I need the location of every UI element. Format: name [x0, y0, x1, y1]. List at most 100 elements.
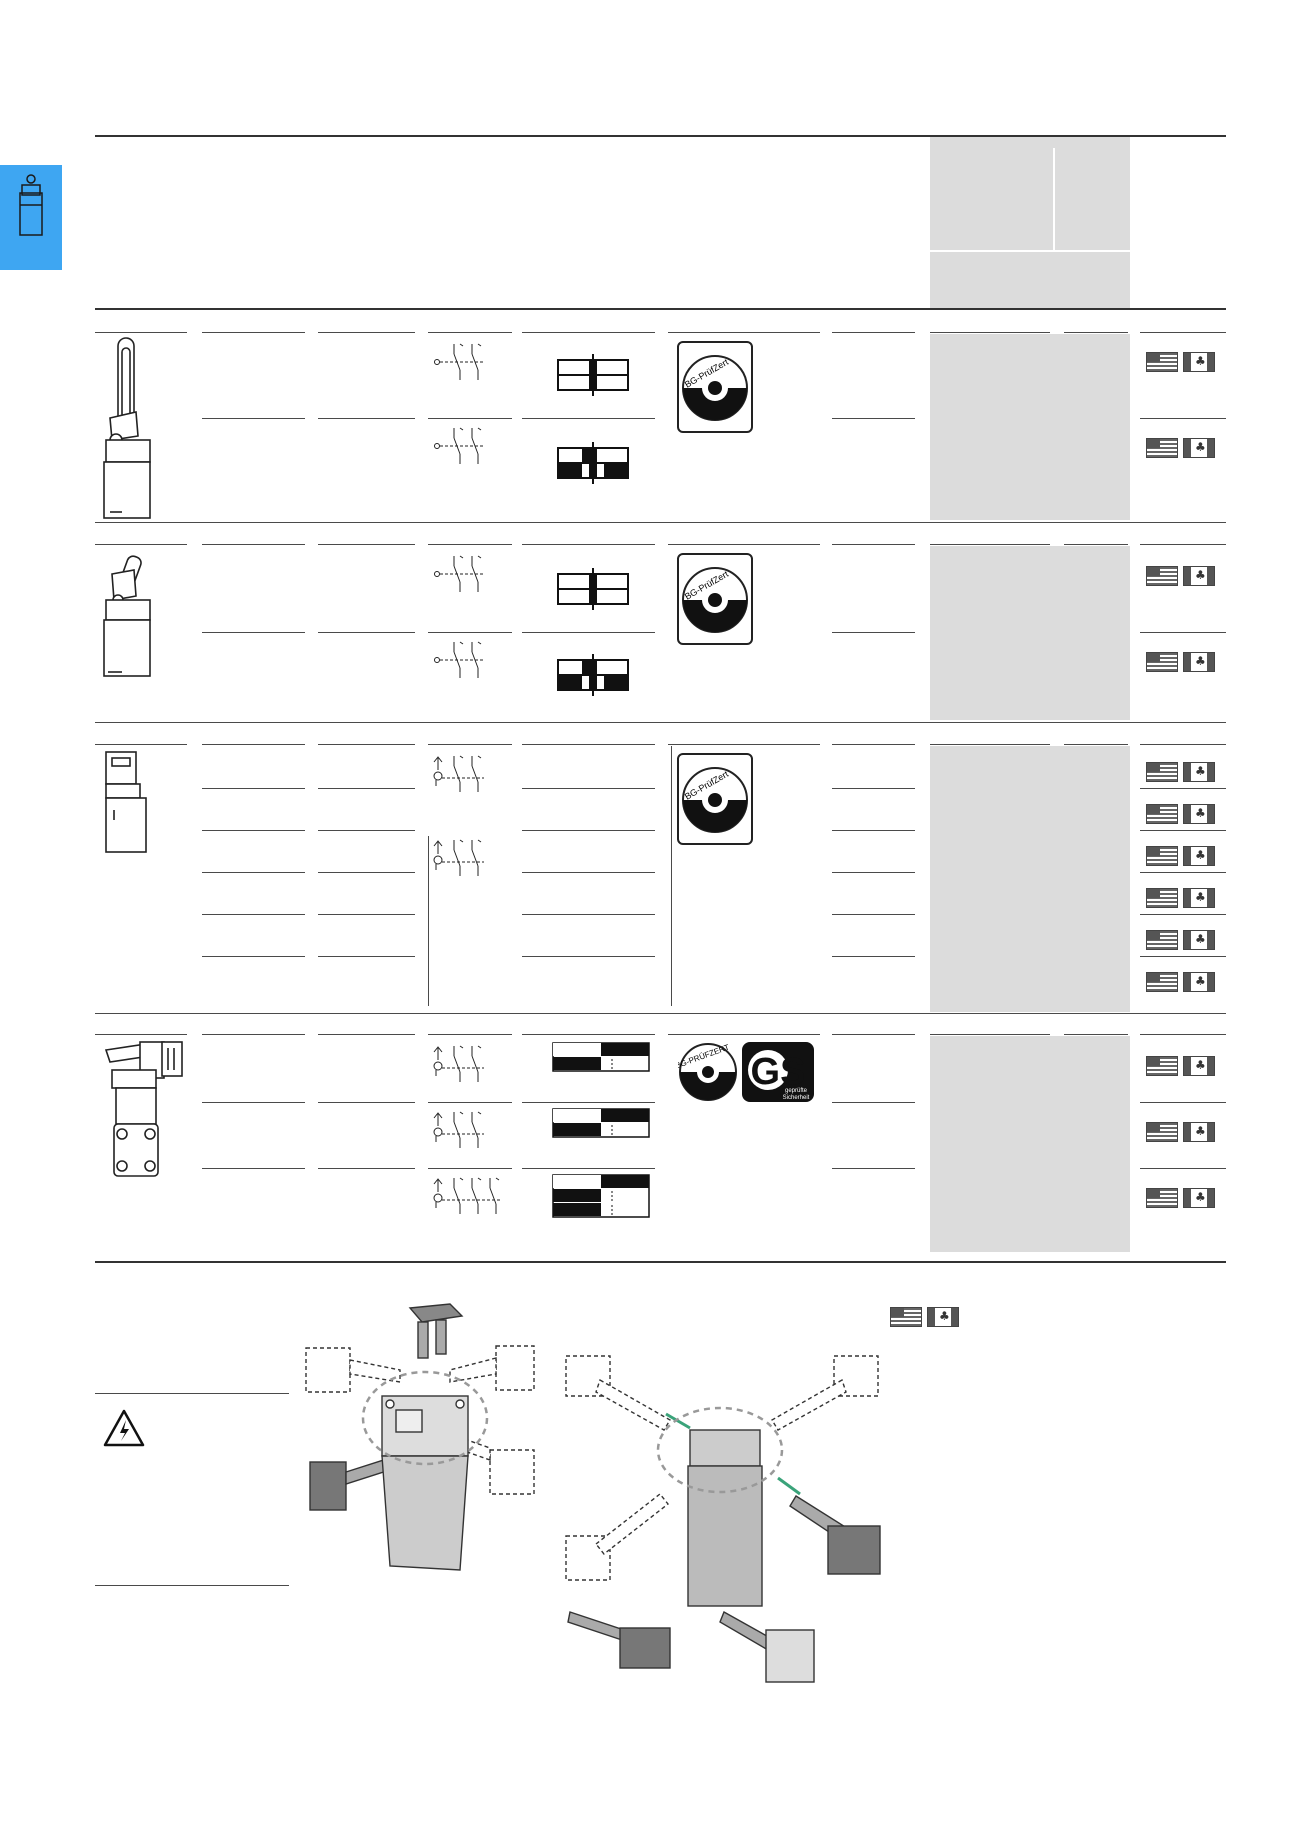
group-3-header-rule-9	[1140, 744, 1226, 745]
switching-diagram-g4-r1	[552, 1042, 650, 1072]
row-rule-c-g3-r1-1	[832, 788, 915, 789]
group-2-header-rule-4	[522, 544, 655, 545]
row-rule-b-g4-r2-2	[832, 1168, 915, 1169]
bottom-flags	[890, 1307, 962, 1327]
gs-letters: GS	[751, 1051, 806, 1093]
contact-symbol-g2-r2	[432, 638, 504, 682]
group-1-header-rule-5	[668, 332, 820, 333]
row-rule-g3-r2-2	[1140, 830, 1226, 831]
group-2-header-rule-5	[668, 544, 820, 545]
bg-pruefzert-badge-2: BG-PrüfZert	[676, 552, 756, 648]
group-3-header-rule-0	[95, 744, 187, 745]
approval-flags-row-2	[1146, 438, 1218, 458]
actuator-positions-drawing	[300, 1300, 540, 1585]
contact-symbol-g3-r3	[432, 836, 504, 880]
contact-symbol-g3-r1	[432, 752, 504, 796]
row-rule-c-g3-r5-0	[522, 956, 655, 957]
switching-diagram-g1-r1	[556, 352, 630, 398]
approval-flags-row-12	[1146, 1122, 1218, 1142]
group-1-header-rule-7	[930, 332, 1050, 333]
hinged-key-switch-image	[100, 1040, 184, 1180]
us-flag-icon	[1146, 804, 1178, 824]
group-1-header-rule-6	[832, 332, 915, 333]
high-voltage-warning-icon	[102, 1408, 146, 1453]
row-rule-b-g4-r1-1	[522, 1102, 655, 1103]
us-flag-icon	[1146, 762, 1178, 782]
approval-flags-row-3	[1146, 566, 1218, 586]
group-3-header-rule-2	[318, 744, 415, 745]
canada-flag-icon	[1183, 438, 1215, 458]
row-rule-g4-r2-0	[202, 1168, 305, 1169]
table-header-rule	[95, 308, 1226, 310]
row-rule-b-g4-r2-0	[428, 1168, 512, 1169]
canada-flag-icon	[1183, 566, 1215, 586]
row-rule-g1-r1-1	[318, 418, 415, 419]
row-rule-g3-r3-0	[202, 872, 305, 873]
row-rule-g3-r3-2	[1140, 872, 1226, 873]
row-rule-c-g3-r3-0	[522, 872, 655, 873]
row-rule-g3-r4-0	[202, 914, 305, 915]
us-flag-icon	[1146, 930, 1178, 950]
approval-flags-row-6	[1146, 804, 1218, 824]
group-divider-1	[95, 522, 1226, 523]
us-flag-icon	[1146, 1122, 1178, 1142]
table-bottom-rule	[95, 1261, 1226, 1263]
row-rule-b-g2-r1-0	[428, 632, 512, 633]
group-1-header-rule-4	[522, 332, 655, 333]
approval-flags-row-8	[1146, 888, 1218, 908]
group-2-header-rule-7	[930, 544, 1050, 545]
group-1-header-rule-3	[428, 332, 512, 333]
row-rule-b-g1-r1-2	[832, 418, 915, 419]
group-3-header-rule-4	[522, 744, 655, 745]
row-rule-c-g3-r1-0	[522, 788, 655, 789]
group-4-header-rule-6	[832, 1034, 915, 1035]
row-rule-g4-r2-2	[1140, 1168, 1226, 1169]
canada-flag-icon	[1183, 930, 1215, 950]
group-3-header-rule-8	[1064, 744, 1128, 745]
contact-symbol-g4-r1	[432, 1042, 504, 1086]
approval-flags-row-1	[1146, 352, 1218, 372]
row-rule-g1-r1-0	[202, 418, 305, 419]
group-4-header-rule-3	[428, 1034, 512, 1035]
row-rule-g3-r2-0	[202, 830, 305, 831]
group-divider-2	[95, 722, 1226, 723]
contact-symbol-g4-r2	[432, 1108, 504, 1152]
row-rule-g2-r1-1	[318, 632, 415, 633]
roller-lever-switch-image	[98, 552, 160, 678]
us-flag-icon	[1146, 972, 1178, 992]
us-flag-icon	[1146, 352, 1178, 372]
group-2-header-rule-0	[95, 544, 187, 545]
bg-gs-badge: BG-PRÜFZERT GS geprüfte Sicherheit	[678, 1040, 818, 1106]
row-rule-g4-r1-2	[1140, 1102, 1226, 1103]
group-2-header-rule-9	[1140, 544, 1226, 545]
row-rule-g1-r1-2	[1140, 418, 1226, 419]
group-3-header-rule-3	[428, 744, 512, 745]
group-1-header-rule-1	[202, 332, 305, 333]
gray-column-group-3	[930, 746, 1130, 1012]
group-divider-3	[95, 1013, 1226, 1014]
key-positions-drawing	[560, 1350, 890, 1695]
row-rule-g3-r2-1	[318, 830, 415, 831]
group3-col-divider-a	[428, 836, 429, 1006]
canada-flag-icon	[927, 1307, 959, 1327]
row-rule-b-g4-r1-2	[832, 1102, 915, 1103]
rod-lever-switch-image	[100, 336, 160, 520]
row-rule-c-g3-r5-1	[832, 956, 915, 957]
group-1-header-rule-2	[318, 332, 415, 333]
approval-flags-row-13	[1146, 1188, 1218, 1208]
canada-flag-icon	[1183, 804, 1215, 824]
gray-column-group-2	[930, 546, 1130, 720]
row-rule-c-g3-r4-1	[832, 914, 915, 915]
group-4-header-rule-4	[522, 1034, 655, 1035]
canada-flag-icon	[1183, 652, 1215, 672]
side-tab[interactable]	[0, 165, 62, 270]
note-top-rule	[95, 1393, 289, 1394]
bg-pruefzert-badge-3: BG-PrüfZert	[676, 752, 756, 848]
row-rule-c-g3-r4-0	[522, 914, 655, 915]
canada-flag-icon	[1183, 762, 1215, 782]
row-rule-g3-r1-2	[1140, 788, 1226, 789]
switching-diagram-g4-r3	[552, 1174, 650, 1218]
row-rule-g4-r2-1	[318, 1168, 415, 1169]
header-gray-block	[930, 136, 1130, 308]
canada-flag-icon	[1183, 352, 1215, 372]
